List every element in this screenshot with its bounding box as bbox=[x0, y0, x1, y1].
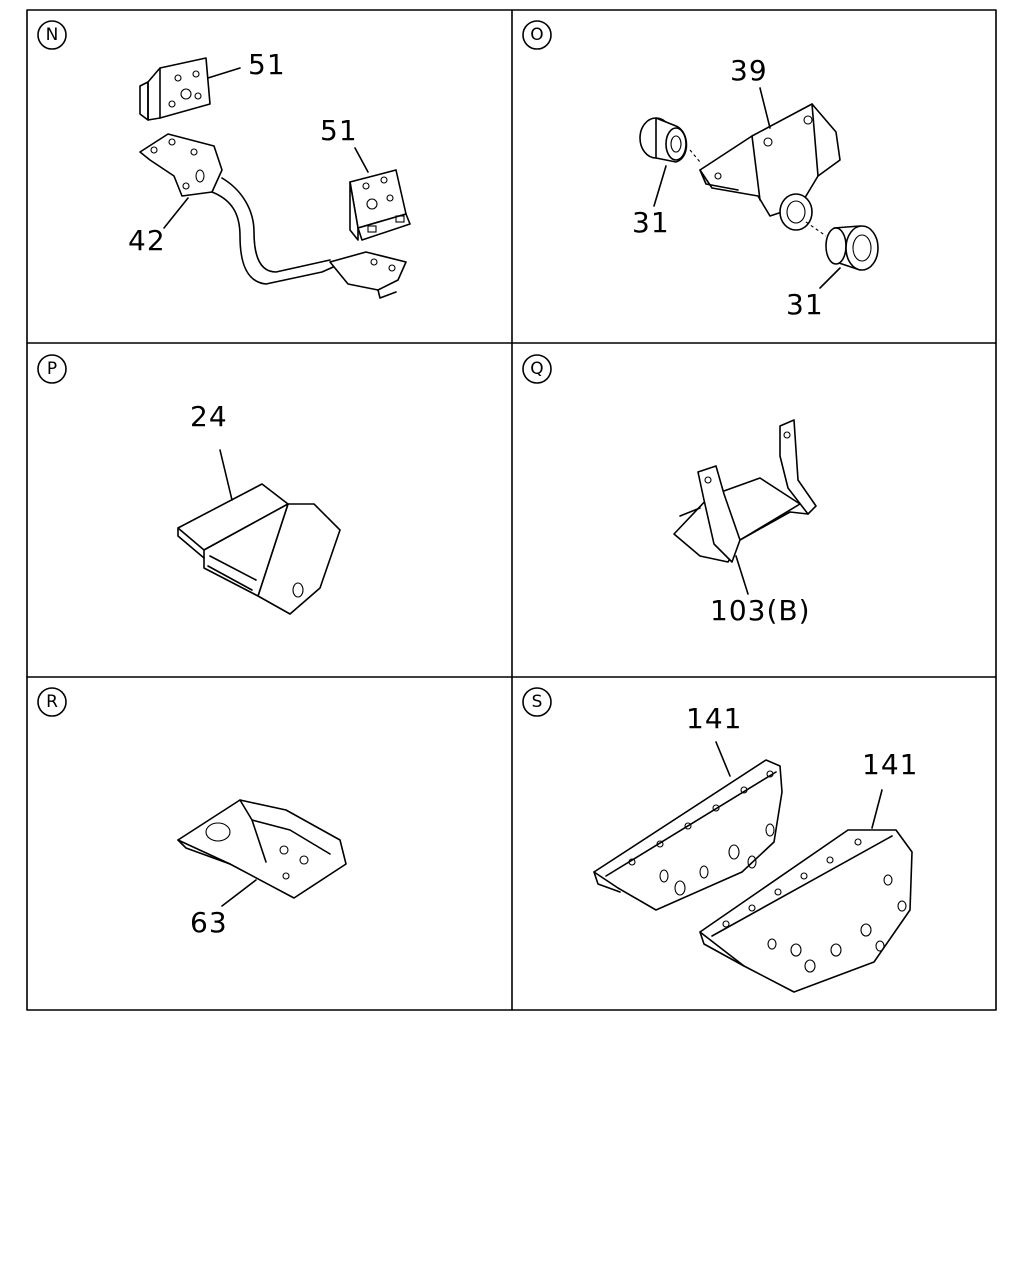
panel-p-badge: P bbox=[37, 354, 67, 384]
panel-r: R 63 bbox=[37, 687, 347, 939]
panel-q-badge: Q bbox=[522, 354, 552, 384]
bracket-24 bbox=[177, 483, 341, 615]
panel-n: N 51 51 bbox=[37, 20, 411, 299]
spring-hanger-39 bbox=[699, 103, 841, 231]
panel-s-badge: S bbox=[522, 687, 552, 717]
panel-q: Q 103(B) bbox=[522, 354, 817, 627]
callout-103b: 103(B) bbox=[710, 594, 811, 627]
callout-141-left: 141 bbox=[686, 702, 742, 735]
callout-63: 63 bbox=[190, 906, 228, 939]
panel-r-letter: R bbox=[46, 692, 58, 712]
callout-141-right: 141 bbox=[862, 748, 918, 781]
panel-o-letter: O bbox=[530, 25, 543, 45]
bracket-103b bbox=[673, 419, 817, 563]
callout-39: 39 bbox=[730, 54, 768, 87]
bushing-31-left bbox=[639, 117, 688, 163]
panel-q-letter: Q bbox=[530, 359, 543, 379]
bracket-63 bbox=[177, 799, 347, 899]
bracket-51-top bbox=[139, 57, 211, 121]
plate-141-left bbox=[593, 759, 783, 911]
callout-51-right: 51 bbox=[320, 114, 358, 147]
panel-grid bbox=[26, 9, 997, 1011]
panel-n-letter: N bbox=[46, 25, 59, 45]
panel-o: O 39 31 bbox=[522, 20, 879, 321]
callout-31-left: 31 bbox=[632, 206, 670, 239]
panel-o-badge: O bbox=[522, 20, 552, 50]
panel-s-letter: S bbox=[532, 692, 543, 712]
callout-31-right: 31 bbox=[786, 288, 824, 321]
bracket-51-right bbox=[349, 169, 411, 241]
crossmember-42 bbox=[139, 133, 407, 299]
panel-p: P 24 bbox=[37, 354, 341, 615]
panel-r-badge: R bbox=[37, 687, 67, 717]
panel-s: S 141 bbox=[522, 687, 918, 993]
panel-p-letter: P bbox=[47, 359, 57, 379]
callout-42: 42 bbox=[128, 224, 166, 257]
plate-141-right bbox=[699, 829, 913, 993]
callout-51-top: 51 bbox=[248, 48, 286, 81]
panel-n-badge: N bbox=[37, 20, 67, 50]
callout-24: 24 bbox=[190, 400, 228, 433]
bushing-31-right bbox=[825, 225, 879, 271]
